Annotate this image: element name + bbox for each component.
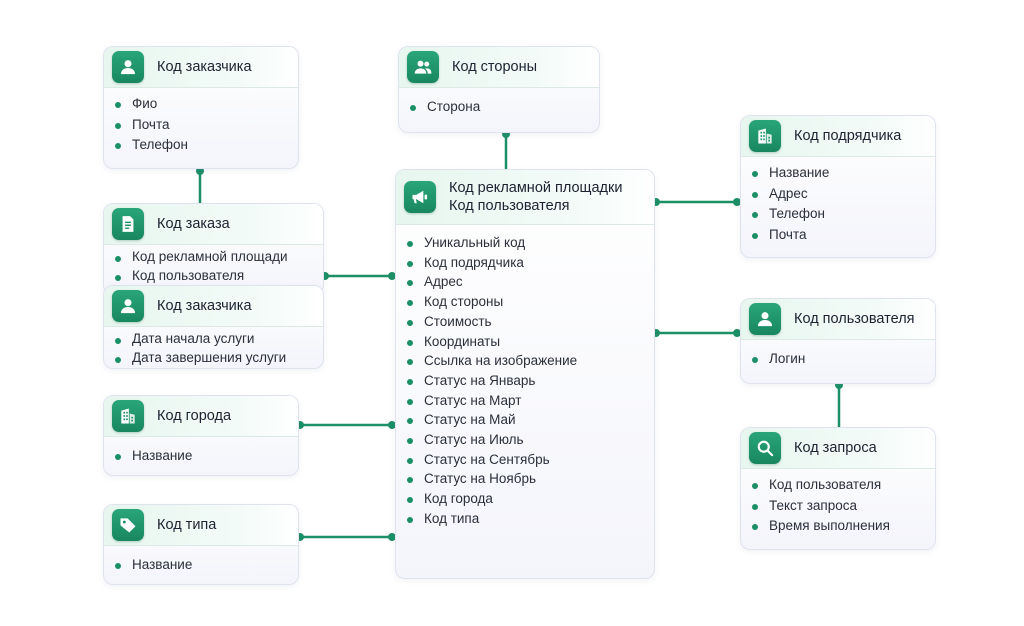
field-item: Код пользователя <box>114 267 323 286</box>
entity-header: Код заказчика <box>104 47 298 88</box>
link-dot <box>196 167 204 175</box>
entity-query: Код запроса Код пользователя Текст запро… <box>740 427 936 550</box>
field-item: Статус на Сентябрь <box>406 450 654 470</box>
entity-type: Код типа Название <box>103 504 299 585</box>
entity-header: Код пользователя <box>741 299 935 340</box>
entity-header: Код заказа <box>104 204 323 245</box>
users-icon <box>407 51 439 83</box>
field-item: Логин <box>751 349 935 370</box>
field-item: Статус на Июль <box>406 430 654 450</box>
entity-party: Код стороны Сторона <box>398 46 600 133</box>
link-dot <box>733 198 741 206</box>
field-item: Адрес <box>406 272 654 292</box>
field-item: Код рекламной площади <box>114 248 323 267</box>
entity-city: Код города Название <box>103 395 299 476</box>
field-item: Текст запроса <box>751 496 935 517</box>
entity-title: Код рекламной площадки <box>449 180 623 196</box>
field-item: Название <box>114 555 298 576</box>
entity-fields: Код пользователя Текст запроса Время вып… <box>741 469 935 537</box>
field-item: Стоимость <box>406 312 654 332</box>
entity-customer-dates: Код заказчика Дата начала услуги Дата за… <box>103 285 324 369</box>
field-item: Ссылка на изображение <box>406 351 654 371</box>
field-item: Фио <box>114 94 298 115</box>
field-item: Название <box>114 446 298 467</box>
entity-order: Код заказа Код рекламной площади Код пол… <box>103 203 324 295</box>
entity-header: Код стороны <box>399 47 599 88</box>
tag-icon <box>112 509 144 541</box>
user-icon <box>112 290 144 322</box>
entity-fields: Название Адрес Телефон Почта <box>741 157 935 245</box>
field-item: Телефон <box>751 204 935 225</box>
entity-title: Код заказчика <box>157 59 252 75</box>
field-item: Статус на Ноябрь <box>406 469 654 489</box>
search-icon <box>749 432 781 464</box>
field-item: Почта <box>751 225 935 246</box>
link-dot <box>388 272 396 280</box>
field-item: Сторона <box>409 97 599 118</box>
entity-title: Код пользователя <box>794 311 915 327</box>
field-item: Код стороны <box>406 292 654 312</box>
entity-header: Код заказчика <box>104 286 323 327</box>
link-dot <box>733 329 741 337</box>
entity-fields: Уникальный код Код подрядчика Адрес Код … <box>396 225 654 529</box>
entity-fields: Логин <box>741 340 935 370</box>
field-item: Время выполнения <box>751 516 935 537</box>
entity-header: Код запроса <box>741 428 935 469</box>
field-item: Дата начала услуги <box>114 330 323 349</box>
entity-title: Код стороны <box>452 59 538 75</box>
entity-ad-site: Код рекламной площадки Код пользователя … <box>395 169 655 579</box>
link-dot <box>388 533 396 541</box>
entity-subtitle: Код пользователя <box>449 198 570 214</box>
field-item: Код пользователя <box>751 475 935 496</box>
entity-header: Код рекламной площадки Код пользователя <box>396 170 654 225</box>
field-item: Код города <box>406 489 654 509</box>
entity-header: Код типа <box>104 505 298 546</box>
field-item: Код подрядчика <box>406 253 654 273</box>
field-item: Статус на Январь <box>406 371 654 391</box>
entity-fields: Код рекламной площади Код пользователя <box>104 245 323 285</box>
field-item: Адрес <box>751 184 935 205</box>
field-item: Координаты <box>406 332 654 352</box>
entity-contractor: Код подрядчика Название Адрес Телефон По… <box>740 115 936 258</box>
entity-customer: Код заказчика Фио Почта Телефон <box>103 46 299 169</box>
entity-title: Код заказа <box>157 216 230 232</box>
entity-title-group: Код рекламной площадки Код пользователя <box>449 179 622 215</box>
entity-header: Код города <box>104 396 298 437</box>
entity-title: Код заказчика <box>157 298 252 314</box>
entity-title: Код типа <box>157 517 217 533</box>
field-item: Код типа <box>406 509 654 529</box>
entity-header: Код подрядчика <box>741 116 935 157</box>
entity-title: Код города <box>157 408 232 424</box>
user-icon <box>749 303 781 335</box>
field-item: Статус на Март <box>406 391 654 411</box>
entity-fields: Сторона <box>399 88 599 118</box>
entity-title: Код запроса <box>794 440 877 456</box>
field-item: Статус на Май <box>406 410 654 430</box>
link-dot <box>388 421 396 429</box>
field-item: Дата завершения услуги <box>114 349 323 368</box>
field-item: Телефон <box>114 135 298 156</box>
entity-fields: Фио Почта Телефон <box>104 88 298 156</box>
field-item: Почта <box>114 115 298 136</box>
building-icon <box>749 120 781 152</box>
entity-title: Код подрядчика <box>794 128 902 144</box>
building-icon <box>112 400 144 432</box>
user-icon <box>112 51 144 83</box>
entity-user: Код пользователя Логин <box>740 298 936 384</box>
entity-fields: Название <box>104 437 298 467</box>
document-icon <box>112 208 144 240</box>
entity-fields: Дата начала услуги Дата завершения услуг… <box>104 327 323 367</box>
entity-fields: Название <box>104 546 298 576</box>
field-item: Уникальный код <box>406 233 654 253</box>
field-item: Название <box>751 163 935 184</box>
megaphone-icon <box>404 181 436 213</box>
